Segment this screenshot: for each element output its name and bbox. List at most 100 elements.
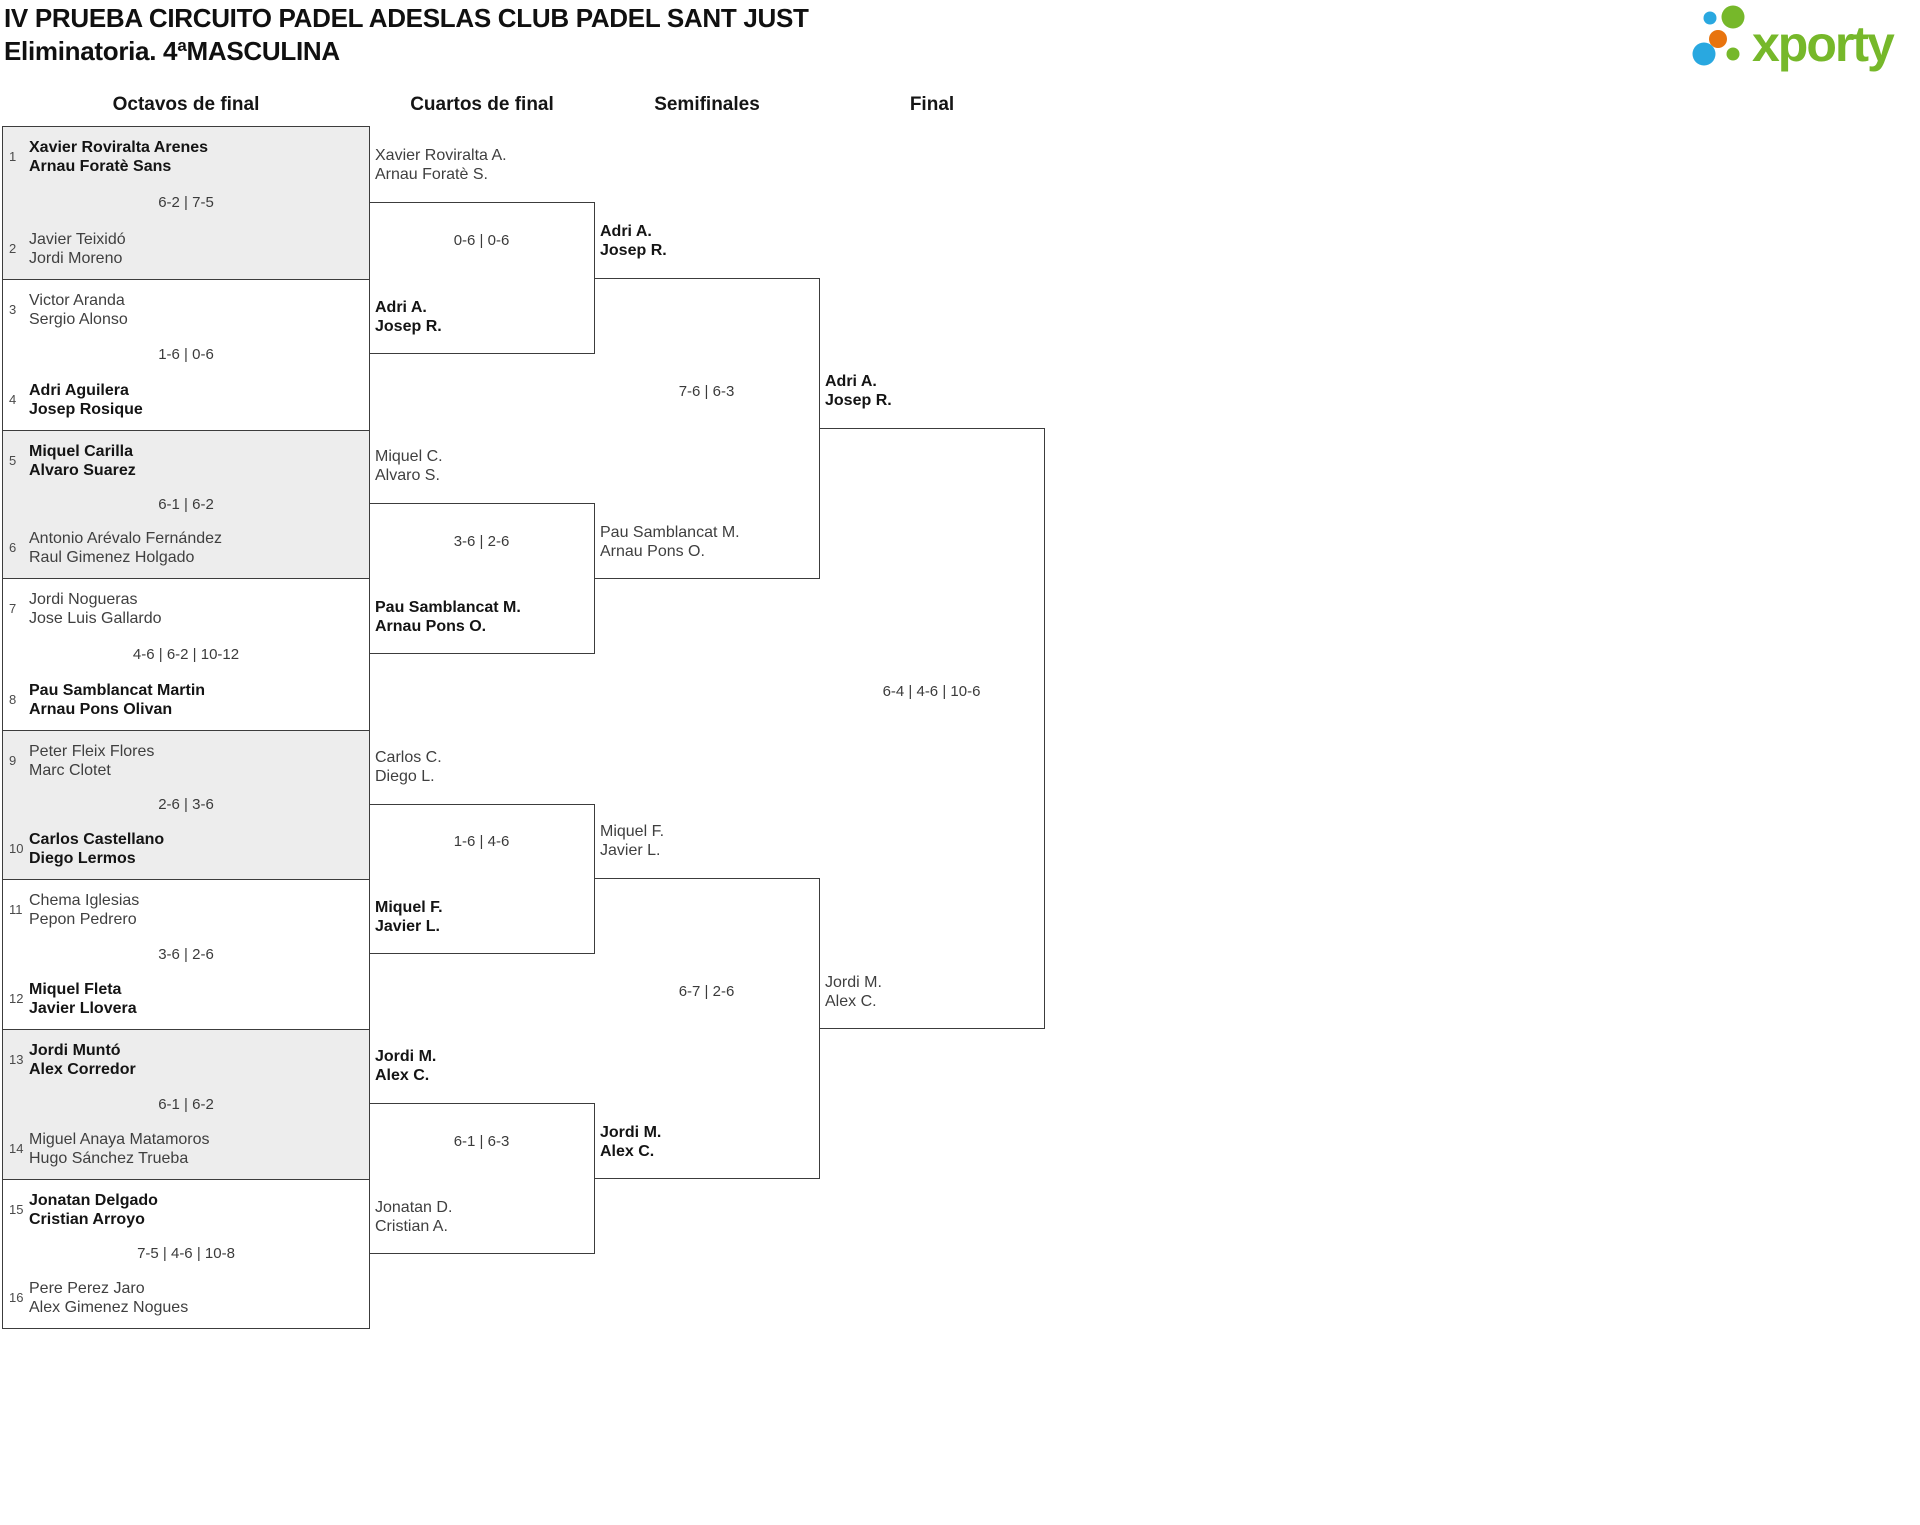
player-name: Alex C. [600,1143,655,1160]
player-name: Pau Samblancat M. [375,599,521,616]
player-name: Josep R. [600,242,667,259]
team-name: Miquel C. Alvaro S. [375,447,443,485]
player-name: Chema Iglesias [29,892,140,909]
xporty-logo[interactable]: xporty [1686,2,1916,82]
seed-number: 3 [9,302,17,317]
team-name: Miguel Anaya Matamoros Hugo Sánchez True… [29,1130,210,1168]
player-name: Diego Lermos [29,850,136,867]
player-name: Jordi M. [600,1124,662,1141]
player-name: Jonatan Delgado [29,1192,158,1209]
round-header-final: Final [909,94,955,115]
seed-number: 1 [9,149,17,164]
seed-number: 5 [9,453,17,468]
player-name: Miquel F. [375,899,443,916]
match-score: 6-2 | 7-5 [158,194,214,211]
player-name: Jordi Moreno [29,250,123,267]
seed-number: 4 [9,392,17,407]
team-name: Peter Fleix Flores Marc Clotet [29,742,154,780]
match-r16-3: 5 Miquel Carilla Alvaro Suarez 6-1 | 6-2… [2,430,370,578]
player-name: Javier Teixidó [29,231,126,248]
player-name: Arnau Pons O. [600,543,705,560]
player-name: Javier Llovera [29,1000,137,1017]
team-name: Jonatan D. Cristian A. [375,1198,452,1236]
match-score: 6-1 | 6-3 [453,1132,510,1150]
match-score: 1-6 | 0-6 [158,346,214,363]
team-name: Adri A. Josep R. [825,372,892,410]
player-name: Jonatan D. [375,1199,453,1216]
seed-number: 6 [9,540,17,555]
match-score: 7-5 | 4-6 | 10-8 [137,1245,235,1262]
player-name: Alvaro S. [375,467,440,484]
logo-dots-icon [1692,5,1745,66]
player-name: Arnau Foratè Sans [29,158,172,175]
player-name: Arnau Pons O. [375,618,487,635]
player-name: Miquel C. [375,448,443,465]
player-name: Jose Luis Gallardo [29,610,162,627]
team-name: Miquel Carilla Alvaro Suarez [29,442,136,480]
player-name: Cristian A. [375,1218,448,1235]
seed-number: 9 [9,753,17,768]
match-r16-6: 11 Chema Iglesias Pepon Pedrero 3-6 | 2-… [2,879,370,1029]
team-name: Xavier Roviralta Arenes Arnau Foratè San… [29,138,208,176]
match-score: 1-6 | 4-6 [453,833,510,850]
player-name: Javier L. [600,842,661,859]
team-name: Adri A. Josep R. [600,222,667,260]
player-name: Marc Clotet [29,762,111,779]
match-score: 3-6 | 2-6 [453,532,510,550]
match-r16-7: 13 Jordi Muntó Alex Corredor 6-1 | 6-2 1… [2,1029,370,1179]
logo-dot [1703,11,1717,25]
player-name: Adri A. [825,373,877,390]
team-name: Javier Teixidó Jordi Moreno [29,230,126,268]
team-name: Jordi M. Alex C. [600,1123,661,1161]
match-final: Adri A. Josep R. 6-4 | 4-6 | 10-6 Jordi … [819,373,1045,1029]
player-name: Miquel F. [600,823,665,840]
player-name: Raul Gimenez Holgado [29,549,195,566]
player-name: Alex C. [825,993,877,1010]
match-r16-1: 1 Xavier Roviralta Arenes Arnau Foratè S… [2,126,370,279]
match-score: 0-6 | 0-6 [453,232,510,249]
player-name: Xavier Roviralta A. [375,147,507,164]
match-sf-1: Adri A. Josep R. 7-6 | 6-3 Pau Samblanca… [594,223,820,579]
player-name: Carlos C. [375,749,442,766]
player-name: Carlos Castellano [29,831,165,848]
logo-wordmark: xporty [1752,16,1895,72]
player-name: Miquel Fleta [29,981,122,998]
team-name: Miquel F. Javier L. [375,898,443,936]
team-name: Pau Samblancat M. Arnau Pons O. [375,598,521,636]
seed-number: 15 [9,1202,24,1217]
player-name: Sergio Alonso [29,311,128,328]
player-name: Miguel Anaya Matamoros [29,1131,210,1148]
seed-number: 16 [9,1290,24,1305]
player-name: Hugo Sánchez Trueba [29,1150,189,1167]
player-name: Miquel Carilla [29,443,134,460]
team-name: Miquel F. Javier L. [600,822,664,860]
match-r16-8: 15 Jonatan Delgado Cristian Arroyo 7-5 |… [2,1179,370,1329]
player-name: Javier L. [375,918,440,935]
match-qf-2: Miquel C. Alvaro S. 3-6 | 2-6 Pau Sambla… [369,448,595,654]
player-name: Alex C. [375,1067,430,1084]
seed-number: 11 [9,902,23,917]
match-score: 7-6 | 6-3 [678,382,735,400]
player-name: Josep R. [825,392,892,409]
player-name: Jordi M. [375,1048,437,1065]
logo-dot [1692,42,1716,66]
team-name: Jordi Muntó Alex Corredor [29,1041,136,1079]
match-score: 3-6 | 2-6 [158,945,214,963]
match-score: 6-1 | 6-2 [158,495,214,513]
team-name: Carlos Castellano Diego Lermos [29,830,164,868]
match-r16-5: 9 Peter Fleix Flores Marc Clotet 2-6 | 3… [2,730,370,879]
seed-number: 14 [9,1141,24,1156]
match-r16-4: 7 Jordi Nogueras Jose Luis Gallardo 4-6 … [2,578,370,730]
match-score: 4-6 | 6-2 | 10-12 [132,645,240,663]
team-name: Jordi M. Alex C. [375,1047,436,1085]
match-score: 6-4 | 4-6 | 10-6 [882,682,981,700]
match-sf-2: Miquel F. Javier L. 6-7 | 2-6 Jordi M. A… [594,823,820,1179]
player-name: Arnau Pons Olivan [29,701,173,718]
seed-number: 2 [9,241,17,256]
team-name: Adri Aguilera Josep Rosique [29,381,143,419]
logo-dot [1721,5,1745,29]
logo-dot [1726,47,1740,61]
team-name: Pau Samblancat M. Arnau Pons O. [600,523,740,561]
match-qf-4: Jordi M. Alex C. 6-1 | 6-3 Jonatan D. Cr… [369,1048,595,1254]
